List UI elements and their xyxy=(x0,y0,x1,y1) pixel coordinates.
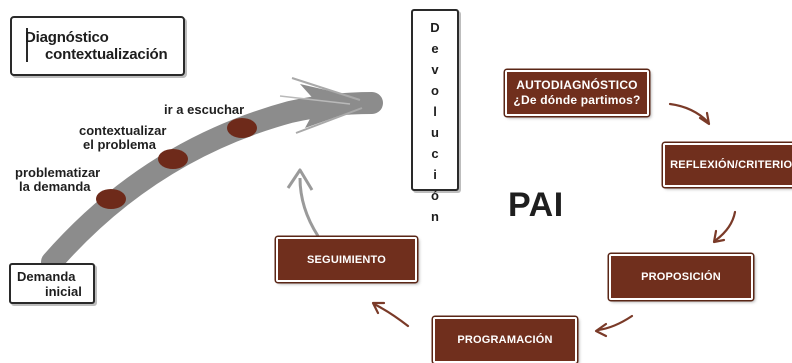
diagnostic-box-tick xyxy=(26,28,28,62)
devolucion-letter: v xyxy=(431,62,439,77)
devolucion-letter: n xyxy=(431,209,439,224)
cycle-arrow-2 xyxy=(714,210,737,242)
autodiagnostico-title: AUTODIAGNÓSTICO xyxy=(516,78,638,92)
programacion-label: PROGRAMACIÓN xyxy=(457,334,553,346)
proposicion-box: PROPOSICIÓN xyxy=(609,254,753,300)
programacion-box: PROGRAMACIÓN xyxy=(433,317,577,363)
devolucion-letter: l xyxy=(433,104,437,119)
diagnostic-box: Diagnóstico contextualización xyxy=(10,16,185,76)
seguimiento-box: SEGUIMIENTO xyxy=(276,237,417,282)
seguimiento-label: SEGUIMIENTO xyxy=(306,253,386,266)
devolucion-letter: i xyxy=(433,167,437,182)
reflexion-criterios-box: REFLEXIÓN/CRITERIOS xyxy=(663,143,792,187)
stage-label-3: ir a escuchar xyxy=(164,103,244,117)
devolucion-letter: ó xyxy=(431,188,439,203)
gray-path-arrowhead xyxy=(300,84,378,128)
reflexion-criterios-label: REFLEXIÓN/CRITERIOS xyxy=(670,159,792,171)
path-node-3 xyxy=(227,118,257,138)
cycle-arrow-4 xyxy=(372,302,410,328)
stage-label-1-line2: la demanda xyxy=(19,179,91,194)
devolucion-letter: e xyxy=(431,41,439,56)
devolucion-letter: u xyxy=(431,125,439,140)
devolucion-letter: c xyxy=(431,146,439,161)
cycle-arrow-1 xyxy=(668,102,710,124)
path-node-1 xyxy=(96,189,126,209)
pai-center-label: PAI xyxy=(508,186,564,224)
stage-label-3-line1: ir a escuchar xyxy=(164,102,245,117)
autodiagnostico-box: AUTODIAGNÓSTICO ¿De dónde partimos? xyxy=(505,70,649,116)
initial-demand-line2: inicial xyxy=(45,284,82,299)
devolucion-letter: o xyxy=(431,83,439,98)
initial-demand-line1: Demanda xyxy=(17,269,76,284)
devolucion-letter: D xyxy=(430,20,440,35)
stage-label-2-line2: el problema xyxy=(83,137,156,152)
initial-demand-box: Demanda inicial xyxy=(9,263,95,304)
stage-label-1-line1: problematizar xyxy=(15,165,101,180)
stage-label-1: problematizar la demanda xyxy=(15,166,100,194)
cycle-arrow-3 xyxy=(596,314,634,332)
stage-label-2-line1: contextualizar xyxy=(79,123,167,138)
devolucion-box: D e v o l u c i ó n xyxy=(411,9,459,224)
gray-return-arrow xyxy=(298,177,320,237)
diagnostic-label-line2: contextualización xyxy=(45,46,168,63)
path-node-2 xyxy=(158,149,188,169)
stage-label-2: contextualizar el problema xyxy=(79,124,166,152)
proposicion-label: PROPOSICIÓN xyxy=(641,271,721,283)
autodiagnostico-question: ¿De dónde partimos? xyxy=(513,93,641,107)
diagnostic-label-line1: Diagnóstico xyxy=(25,29,109,46)
